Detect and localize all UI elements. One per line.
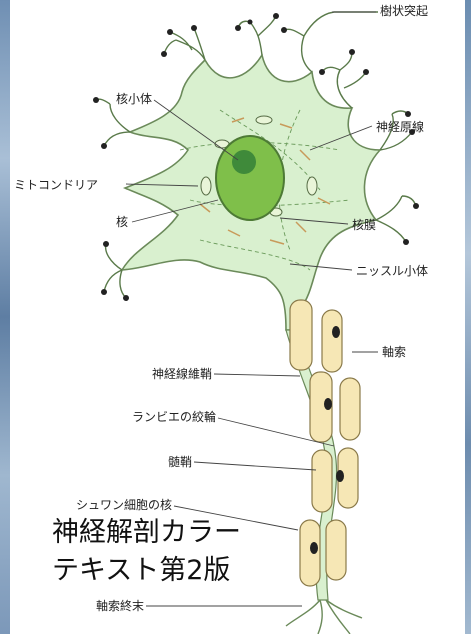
book-caption: 神経解剖カラー テキスト第2版 [52, 514, 241, 590]
nucleus [215, 135, 285, 221]
label-dendrite: 樹状突起 [380, 4, 429, 18]
left-edge-strip [0, 0, 10, 634]
axon-terminal [285, 599, 363, 634]
label-nerve-fiber-sheath: 神経線維鞘 [151, 367, 212, 381]
caption-line-2: テキスト第2版 [52, 555, 231, 586]
label-neurofibril: 神経原線 [376, 120, 425, 134]
nissl-bodies [199, 117, 331, 245]
label-schwann-nucleus: シュワン細胞の核 [75, 498, 172, 512]
label-nucleus: 核 [116, 215, 129, 229]
label-myelin-sheath: 髄鞘 [167, 455, 192, 469]
leader-lines [125, 11, 378, 607]
nucleolus [232, 150, 256, 174]
label-node-of-ranvier: ランビエの絞輪 [131, 410, 216, 424]
label-nucleolus: 核小体 [115, 92, 152, 106]
label-nuclear-membrane: 核膜 [352, 218, 377, 232]
label-mitochondria: ミトコンドリア [14, 178, 99, 192]
schwann-nuclei [310, 326, 344, 554]
right-edge-strip [465, 0, 471, 634]
label-nissl-body: ニッスル小体 [356, 264, 429, 278]
label-axon-terminal: 軸索終末 [95, 599, 144, 613]
dendrite-knobs [93, 13, 419, 301]
myelin-sheath-segments [289, 299, 361, 587]
label-axon: 軸索 [382, 345, 407, 359]
caption-line-1: 神経解剖カラー [52, 517, 241, 548]
